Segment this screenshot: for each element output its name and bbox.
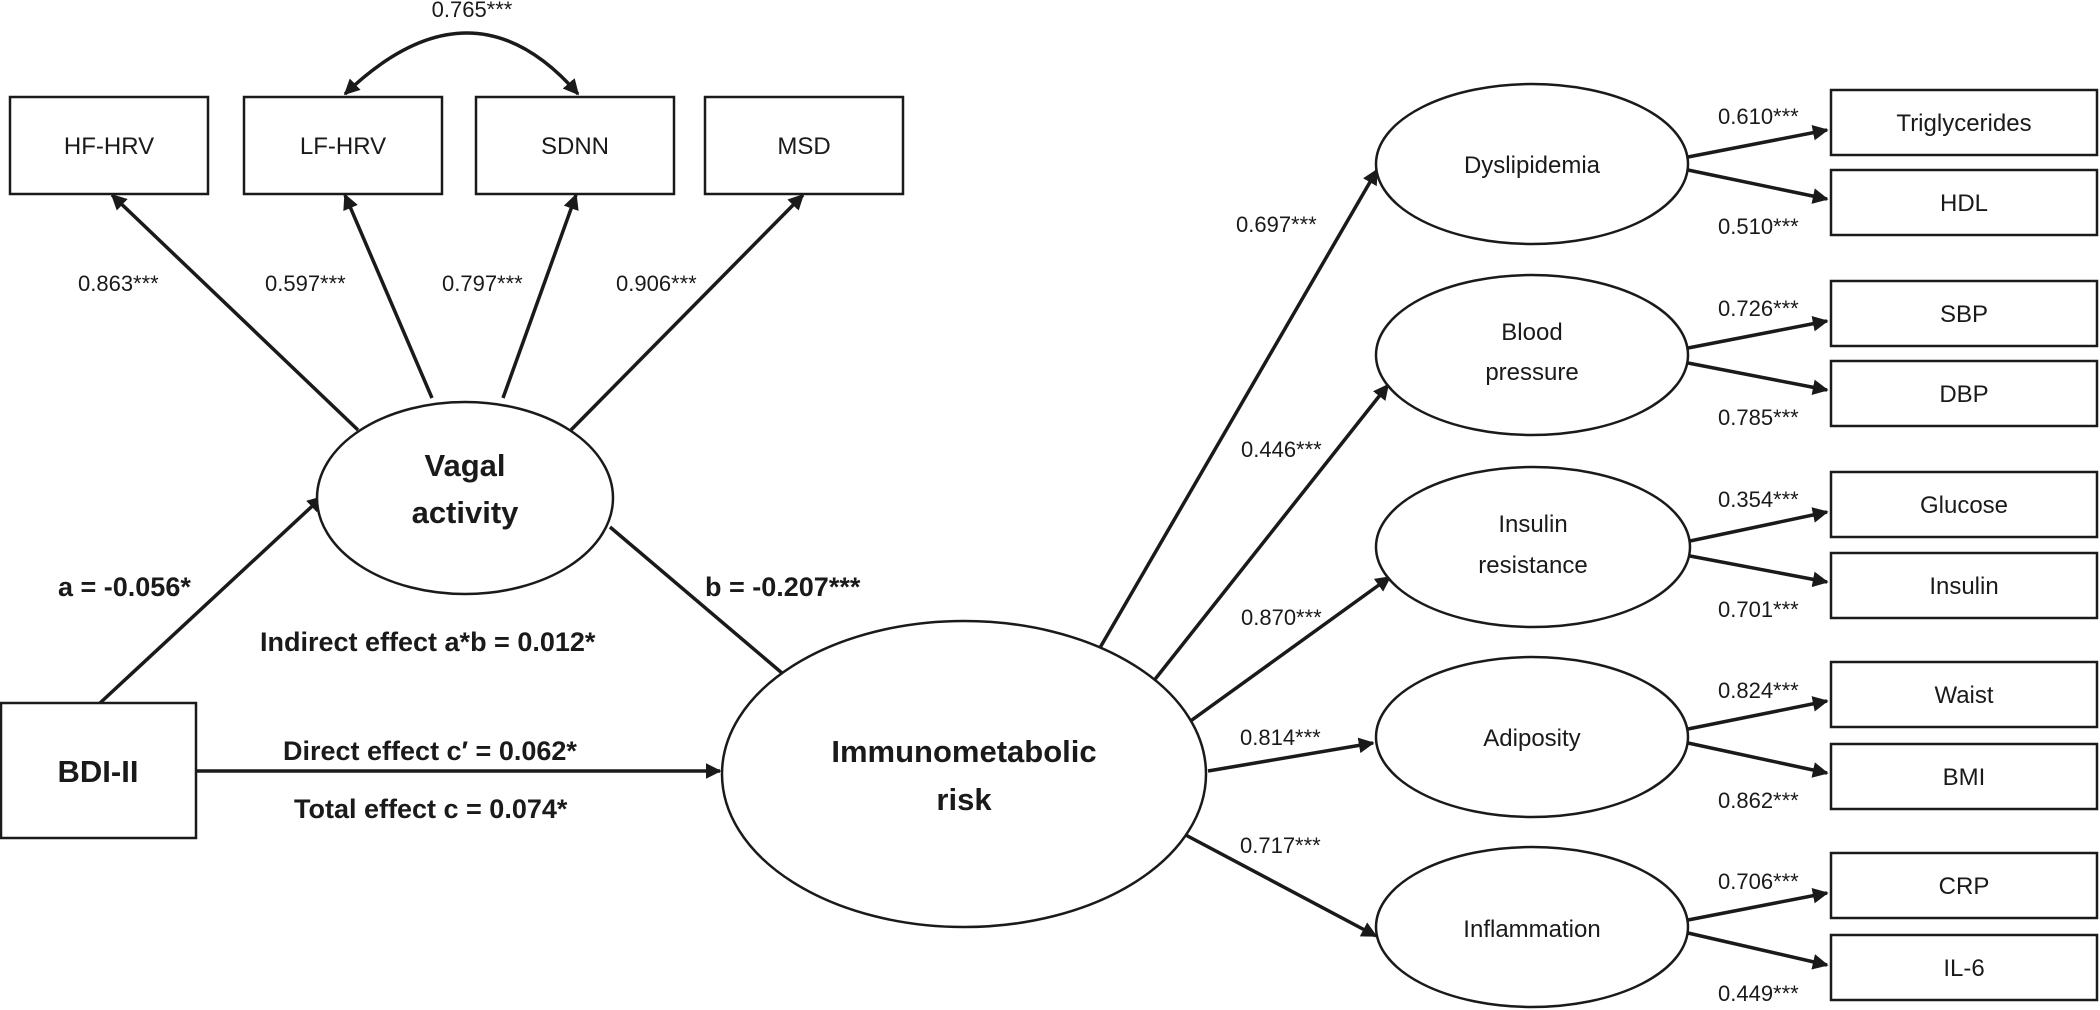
inflammation-label: Inflammation	[1463, 916, 1600, 943]
blood-pressure-label-line2: pressure	[1485, 359, 1578, 386]
loading-crp: 0.706***	[1718, 869, 1799, 894]
loading-bmi: 0.862***	[1718, 788, 1799, 813]
loading-hfhrv: 0.863***	[78, 271, 159, 296]
insulin-resistance-label-line1: Insulin	[1498, 511, 1567, 538]
node-glucose: Glucose	[1829, 470, 2099, 539]
node-sbp: SBP	[1829, 279, 2099, 348]
arrow-dyslipidemia-to-hdl	[1687, 168, 1829, 204]
node-hfhrv: HF-HRV	[8, 95, 210, 196]
node-triglycerides: Triglycerides	[1829, 88, 2099, 157]
node-crp: CRP	[1829, 851, 2099, 920]
vagal-label-line1: Vagal	[425, 448, 506, 483]
immuno-label-line2: risk	[936, 782, 992, 817]
loading-inflammation: 0.717***	[1240, 833, 1321, 858]
node-vagal-activity: Vagal activity	[315, 400, 615, 596]
arrow-vagal-to-hfhrv	[110, 193, 360, 432]
arrow-inflammation-to-il6	[1687, 931, 1829, 970]
path-a-label: a = -0.056*	[58, 572, 191, 602]
direct-effect-label: Direct effect c′ = 0.062*	[283, 736, 577, 766]
total-effect-label: Total effect c = 0.074*	[294, 794, 568, 824]
node-bmi: BMI	[1829, 742, 2099, 811]
covariance-label: 0.765***	[432, 0, 513, 22]
loading-glucose: 0.354***	[1718, 487, 1799, 512]
node-insulin: Insulin	[1829, 551, 2099, 620]
loading-blood-pressure: 0.446***	[1241, 437, 1322, 462]
node-immunometabolic-risk: Immunometabolic risk	[720, 619, 1208, 929]
edge-labels: 0.765*** 0.863*** 0.597*** 0.797*** 0.90…	[58, 0, 1799, 1006]
arrow-bdi-to-vagal	[98, 495, 324, 705]
vagal-label-line2: activity	[412, 495, 520, 530]
path-b-label: b = -0.207***	[705, 572, 861, 602]
bdi-label: BDI-II	[58, 754, 139, 789]
dyslipidemia-label: Dyslipidemia	[1464, 152, 1601, 179]
covariance-arrow-lfhrv-sdnn	[343, 31, 580, 96]
arrow-immuno-to-inflammation	[1179, 830, 1378, 938]
arrow-immuno-to-adiposity	[1207, 737, 1375, 773]
node-hdl: HDL	[1829, 168, 2099, 237]
blood-pressure-label-line1: Blood	[1501, 319, 1562, 346]
node-waist: Waist	[1829, 660, 2099, 729]
loading-sbp: 0.726***	[1718, 296, 1799, 321]
loading-insulin-resistance: 0.870***	[1241, 605, 1322, 630]
loading-lfhrv: 0.597***	[265, 271, 346, 296]
node-dyslipidemia: Dyslipidemia	[1374, 82, 1690, 246]
indirect-effect-label: Indirect effect a*b = 0.012*	[260, 627, 596, 657]
node-lfhrv: LF-HRV	[242, 95, 444, 196]
arrow-vagal-to-msd	[569, 193, 805, 432]
loading-msd: 0.906***	[616, 271, 697, 296]
node-sdnn: SDNN	[474, 95, 676, 196]
loading-dyslipidemia: 0.697***	[1236, 212, 1317, 237]
arrow-immuno-to-dyslipidemia	[1081, 168, 1379, 678]
arrow-dyslipidemia-to-triglycerides	[1687, 124, 1829, 159]
arrow-insulin-resistance-to-glucose	[1689, 507, 1829, 543]
hdl-label: HDL	[1940, 190, 1988, 217]
insulin-label: Insulin	[1929, 573, 1998, 600]
arrow-vagal-to-sdnn	[501, 193, 579, 399]
arrow-immuno-to-blood-pressure	[1139, 383, 1390, 699]
arrow-inflammation-to-crp	[1687, 887, 1829, 922]
node-dbp: DBP	[1829, 359, 2099, 428]
dbp-label: DBP	[1939, 381, 1988, 408]
loading-dbp: 0.785***	[1718, 405, 1799, 430]
arrow-adiposity-to-waist	[1687, 696, 1829, 731]
hfhrv-label: HF-HRV	[64, 133, 154, 160]
arrow-blood-pressure-to-sbp	[1687, 315, 1829, 350]
loading-sdnn: 0.797***	[442, 271, 523, 296]
node-il6: IL-6	[1829, 933, 2099, 1002]
loading-waist: 0.824***	[1718, 678, 1799, 703]
node-adiposity: Adiposity	[1374, 655, 1690, 819]
sdnn-label: SDNN	[541, 133, 609, 160]
lfhrv-label: LF-HRV	[300, 133, 386, 160]
node-bdi: BDI-II	[0, 701, 198, 840]
loading-adiposity: 0.814***	[1240, 725, 1321, 750]
loading-il6: 0.449***	[1718, 981, 1799, 1006]
node-blood-pressure: Blood pressure	[1374, 273, 1690, 437]
loading-insulin: 0.701***	[1718, 597, 1799, 622]
node-inflammation: Inflammation	[1374, 845, 1690, 1009]
triglycerides-label: Triglycerides	[1896, 110, 2031, 137]
arrow-vagal-to-immuno	[608, 525, 804, 692]
adiposity-label: Adiposity	[1483, 725, 1580, 752]
arrow-blood-pressure-to-dbp	[1687, 361, 1829, 396]
insulin-resistance-label-line2: resistance	[1478, 552, 1587, 579]
loading-triglycerides: 0.610***	[1718, 104, 1799, 129]
node-insulin-resistance: Insulin resistance	[1374, 465, 1692, 629]
msd-label: MSD	[777, 133, 830, 160]
crp-label: CRP	[1939, 873, 1990, 900]
node-msd: MSD	[703, 95, 905, 196]
arrow-insulin-resistance-to-insulin	[1689, 554, 1829, 588]
waist-label: Waist	[1934, 682, 1993, 709]
arrow-immuno-to-insulin-resistance	[1183, 575, 1392, 727]
sbp-label: SBP	[1940, 301, 1988, 328]
immuno-label-line1: Immunometabolic	[831, 734, 1096, 769]
bmi-label: BMI	[1943, 764, 1986, 791]
edges	[98, 31, 1829, 970]
loading-hdl: 0.510***	[1718, 214, 1799, 239]
arrow-vagal-to-lfhrv	[343, 193, 434, 399]
il6-label: IL-6	[1943, 955, 1984, 982]
glucose-label: Glucose	[1920, 492, 2008, 519]
arrow-adiposity-to-bmi	[1687, 741, 1829, 778]
